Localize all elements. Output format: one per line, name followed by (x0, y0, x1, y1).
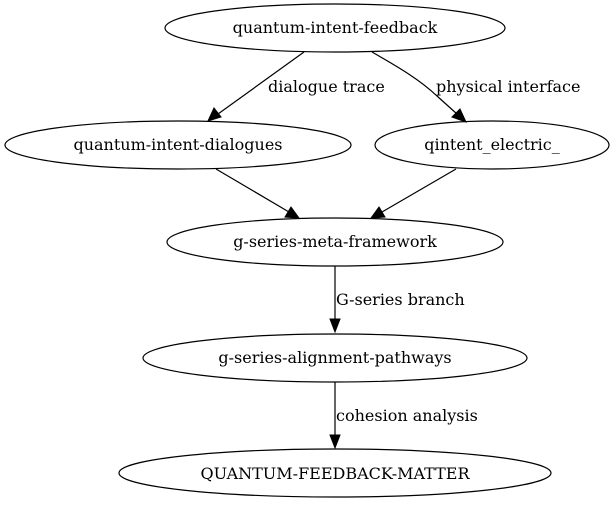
node-g-series-alignment-pathways: g-series-alignment-pathways (142, 333, 528, 383)
node-quantum-intent-feedback: quantum-intent-feedback (164, 3, 506, 53)
node-label: g-series-meta-framework (233, 232, 437, 251)
arrowhead (207, 107, 222, 122)
node-label: qintent_electric_ (424, 135, 559, 154)
edge-feedback-to-electric: physical interface (371, 51, 580, 123)
node-shape (374, 120, 610, 170)
node-shape (142, 333, 528, 383)
node-quantum-feedback-matter: QUANTUM-FEEDBACK-MATTER (118, 448, 552, 498)
edge-line (217, 51, 305, 115)
edge-line (215, 168, 290, 213)
edge-label-physical-interface: physical interface (436, 77, 580, 96)
node-label: g-series-alignment-pathways (218, 348, 451, 367)
node-label: quantum-intent-dialogues (73, 135, 282, 154)
node-label: QUANTUM-FEEDBACK-MATTER (200, 464, 470, 483)
node-shape (166, 217, 504, 267)
edge-label-g-series-branch: G-series branch (336, 290, 465, 309)
edge-electric-to-meta (369, 168, 457, 219)
edge-dialogues-to-meta (215, 168, 301, 219)
edge-feedback-to-dialogues: dialogue trace (207, 51, 385, 122)
node-shape (118, 448, 552, 498)
edge-meta-to-alignment: G-series branch (329, 266, 465, 334)
arrowhead (284, 206, 301, 219)
node-quantum-intent-dialogues: quantum-intent-dialogues (4, 120, 352, 170)
edge-line (371, 51, 458, 115)
edge-label-cohesion-analysis: cohesion analysis (336, 406, 478, 425)
edge-line (381, 168, 457, 213)
node-g-series-meta-framework: g-series-meta-framework (166, 217, 504, 267)
node-shape (164, 3, 506, 53)
edge-label-dialogue-trace: dialogue trace (268, 77, 385, 96)
edge-alignment-to-matter: cohesion analysis (329, 382, 478, 450)
arrowhead (329, 434, 341, 450)
node-qintent-electric: qintent_electric_ (374, 120, 610, 170)
arrowhead (451, 108, 467, 123)
node-shape (4, 120, 352, 170)
arrowhead (329, 318, 341, 334)
node-label: quantum-intent-feedback (233, 18, 438, 37)
arrowhead (369, 206, 386, 219)
